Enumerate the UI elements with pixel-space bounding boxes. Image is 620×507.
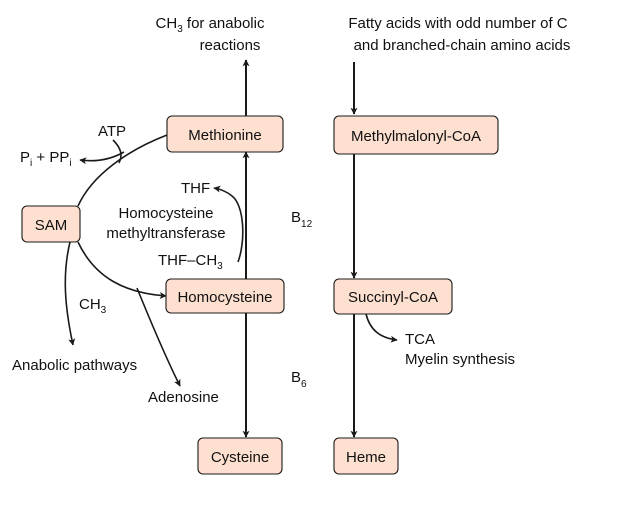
label-b6: B6	[291, 369, 307, 390]
arc-atp	[112, 139, 122, 164]
arc-pi-ppi	[79, 151, 125, 165]
node-heme: Heme	[333, 437, 399, 475]
label-ch3-mid: CH3	[79, 296, 107, 316]
label-b12: B12	[291, 209, 313, 230]
arc-methionine-to-sam	[77, 134, 168, 207]
label-thf: THF	[181, 180, 210, 197]
label-homocysteine-mt-line2: methyltransferase	[106, 225, 225, 242]
node-heme-label: Heme	[346, 449, 386, 466]
label-ch3-anabolic: CH3 for anabolic	[156, 15, 265, 35]
label-pi-ppi: Pi + PPi	[20, 149, 72, 169]
arc-sam-to-homocysteine	[77, 241, 167, 300]
label-fatty-acids-line2: and branched-chain amino acids	[354, 37, 571, 54]
node-methylmalonyl-coa-label: Methylmalonyl-CoA	[351, 128, 481, 145]
node-cysteine-label: Cysteine	[211, 449, 269, 466]
node-methionine: Methionine	[166, 115, 284, 153]
arc-thf-ch3-to-thf	[213, 185, 244, 263]
label-homocysteine-mt-line1: Homocysteine	[118, 205, 213, 222]
label-tca: TCA	[405, 331, 435, 348]
node-sam: SAM	[21, 205, 81, 243]
node-homocysteine-label: Homocysteine	[177, 289, 272, 306]
arc-succinyl-to-tca	[365, 313, 398, 343]
label-anabolic-pathways: Anabolic pathways	[12, 357, 137, 374]
arc-sam-to-anabolic	[64, 241, 76, 346]
node-methionine-label: Methionine	[188, 127, 261, 144]
label-atp: ATP	[98, 123, 126, 140]
node-cysteine: Cysteine	[197, 437, 283, 475]
node-methylmalonyl-coa: Methylmalonyl-CoA	[333, 115, 499, 155]
label-myelin-synthesis: Myelin synthesis	[405, 351, 515, 368]
label-thf-ch3: THF–CH3	[158, 252, 223, 272]
label-reactions: reactions	[200, 37, 261, 54]
node-sam-label: SAM	[35, 217, 68, 234]
label-fatty-acids-line1: Fatty acids with odd number of C	[348, 15, 567, 32]
node-succinyl-coa: Succinyl-CoA	[333, 278, 453, 315]
node-homocysteine: Homocysteine	[165, 278, 285, 314]
label-adenosine: Adenosine	[148, 389, 219, 406]
node-succinyl-coa-label: Succinyl-CoA	[348, 289, 438, 306]
arrow-to-adenosine	[136, 287, 181, 387]
